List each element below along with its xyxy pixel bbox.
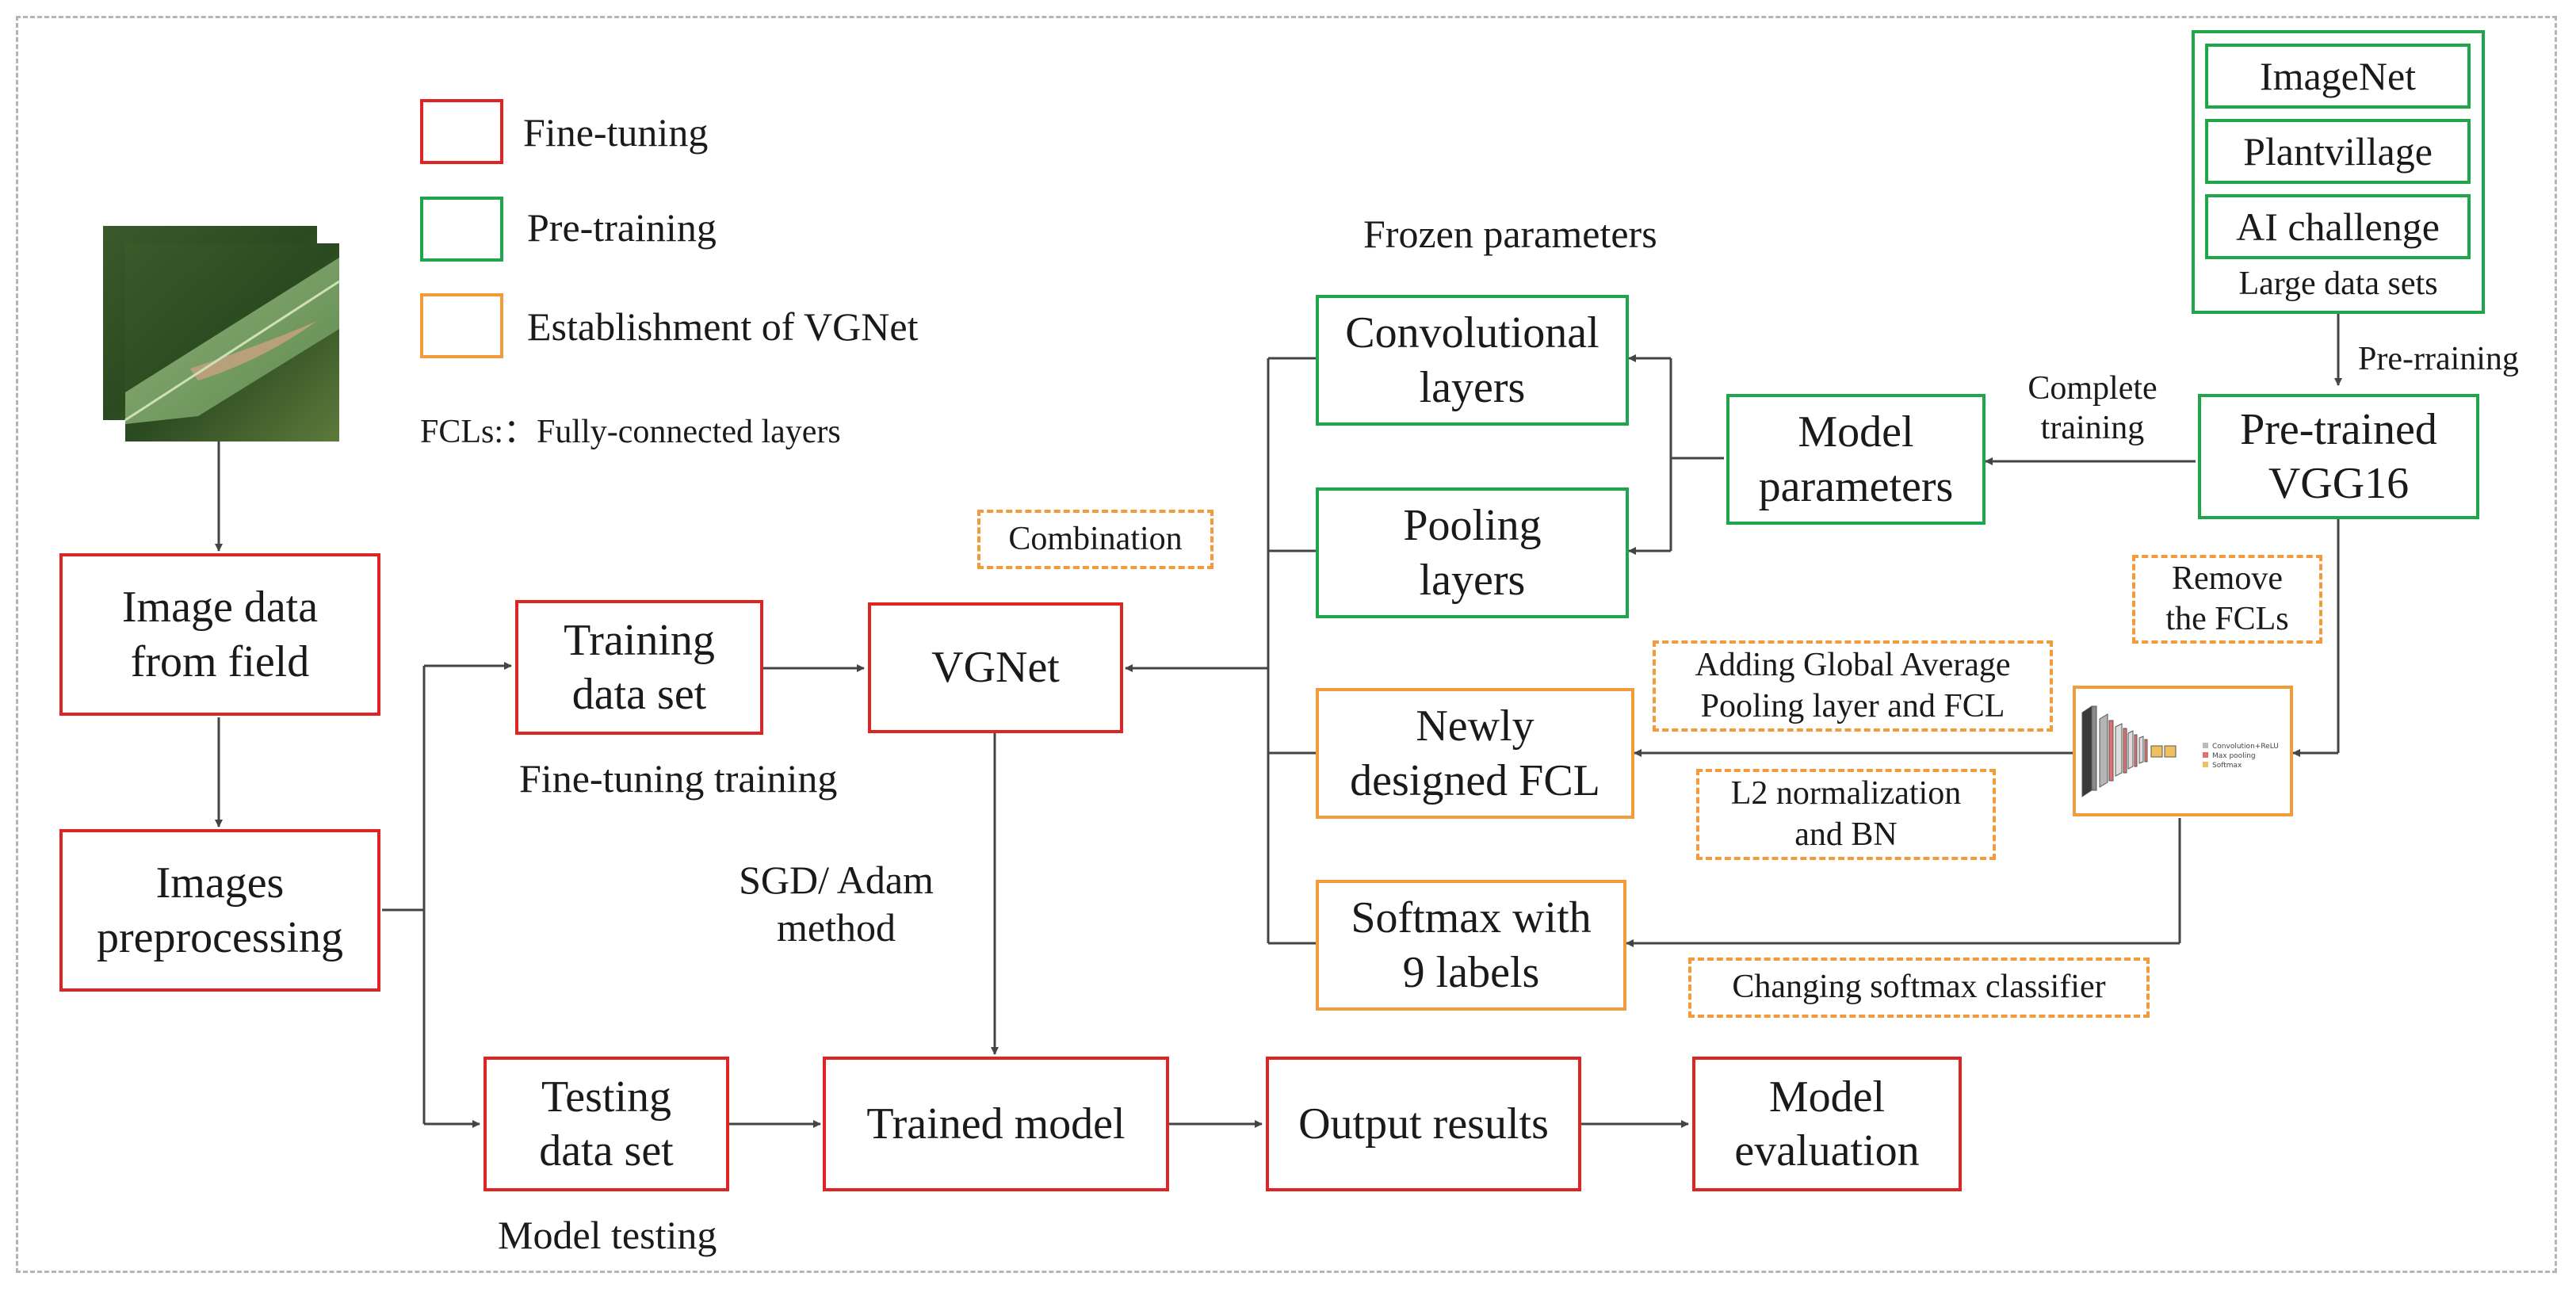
legend-swatch-establishment xyxy=(420,293,503,358)
legend-fcls-note: FCLs:：Fully-connected layers xyxy=(420,414,841,450)
network-architecture-image: Convolution+ReLU Max pooling Softmax xyxy=(2073,686,2293,816)
legend-swatch-pre-training xyxy=(420,197,503,262)
diagram-frame xyxy=(16,16,2557,1273)
legend-swatch-fine-tuning xyxy=(420,99,503,164)
legend-label-pre-training: Pre-training xyxy=(527,205,717,250)
trained-model-box: Trained model xyxy=(823,1057,1169,1191)
imagenet-box: ImageNet xyxy=(2205,44,2471,109)
vgg-layers-illustration: Convolution+ReLU Max pooling Softmax xyxy=(2081,705,2279,797)
sgd-adam-label: SGD/ Adam method xyxy=(739,858,934,950)
large-data-sets-label: Large data sets xyxy=(2238,266,2438,302)
fine-tuning-training-label: Fine-tuning training xyxy=(519,756,838,801)
newly-designed-fcl-box: Newly designed FCL xyxy=(1316,688,1634,819)
frozen-parameters-label: Frozen parameters xyxy=(1363,212,1657,256)
convolutional-layers-box: Convolutional layers xyxy=(1316,295,1629,426)
pretrained-vgg16-box: Pre-trained VGG16 xyxy=(2198,394,2479,519)
output-results-box: Output results xyxy=(1266,1057,1581,1191)
corn-leaf-photo xyxy=(103,226,340,441)
image-data-box: Image data from field xyxy=(59,553,380,716)
softmax-box: Softmax with 9 labels xyxy=(1316,880,1626,1011)
model-testing-label: Model testing xyxy=(498,1213,717,1257)
pre-rraining-label: Pre-rraining xyxy=(2358,341,2519,377)
vgnet-box: VGNet xyxy=(868,602,1123,733)
l2-bn-note: L2 normalization and BN xyxy=(1696,769,1996,860)
complete-training-label: Complete training xyxy=(2028,370,2157,447)
model-parameters-box: Model parameters xyxy=(1726,394,1986,525)
network-legend-pool: Max pooling xyxy=(2212,752,2256,760)
testing-set-box: Testing data set xyxy=(483,1057,729,1191)
remove-fcls-note: Remove the FCLs xyxy=(2132,555,2322,644)
combination-note: Combination xyxy=(977,510,1213,569)
changing-softmax-note: Changing softmax classifier xyxy=(1688,958,2150,1018)
adding-gap-note: Adding Global Average Pooling layer and … xyxy=(1653,640,2053,732)
legend-label-establishment: Establishment of VGNet xyxy=(527,304,919,349)
training-set-box: Training data set xyxy=(515,600,763,735)
network-legend-softmax: Softmax xyxy=(2212,762,2242,770)
plantvillage-box: Plantvillage xyxy=(2205,119,2471,184)
pooling-layers-box: Pooling layers xyxy=(1316,487,1629,618)
legend-label-fine-tuning: Fine-tuning xyxy=(523,110,709,155)
network-legend-conv: Convolution+ReLU xyxy=(2212,743,2279,751)
images-preprocessing-box: Images preprocessing xyxy=(59,829,380,992)
ai-challenge-box: AI challenge xyxy=(2205,194,2471,259)
model-evaluation-box: Model evaluation xyxy=(1692,1057,1962,1191)
